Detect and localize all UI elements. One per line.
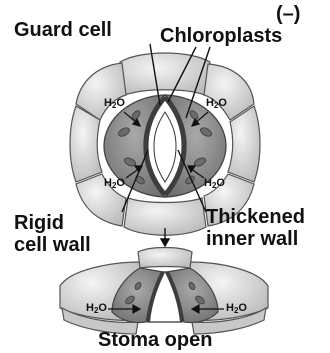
thickened-inner-wall-label: Thickened inner wall [206, 206, 305, 250]
corner-mark: (–) [276, 4, 300, 24]
stoma-open-label: Stoma open [98, 330, 212, 350]
water-label: H2O [206, 98, 227, 110]
rigid-line2: cell wall [14, 234, 91, 256]
rigid-line1: Rigid [14, 212, 91, 234]
water-label: H2O [104, 178, 125, 190]
water-label: H2O [204, 178, 225, 190]
water-label: H2O [226, 303, 247, 315]
thick-line2: inner wall [206, 228, 305, 250]
stoma-3d-view [60, 248, 268, 335]
chloroplasts-label: Chloroplasts [160, 26, 282, 46]
thick-line1: Thickened [206, 206, 305, 228]
epidermal-cell [138, 248, 192, 269]
rigid-cell-wall-label: Rigid cell wall [14, 212, 91, 256]
water-label: H2O [86, 303, 107, 315]
guard-cell-label: Guard cell [14, 20, 112, 40]
water-label: H2O [104, 98, 125, 110]
stoma-pore [154, 112, 176, 182]
